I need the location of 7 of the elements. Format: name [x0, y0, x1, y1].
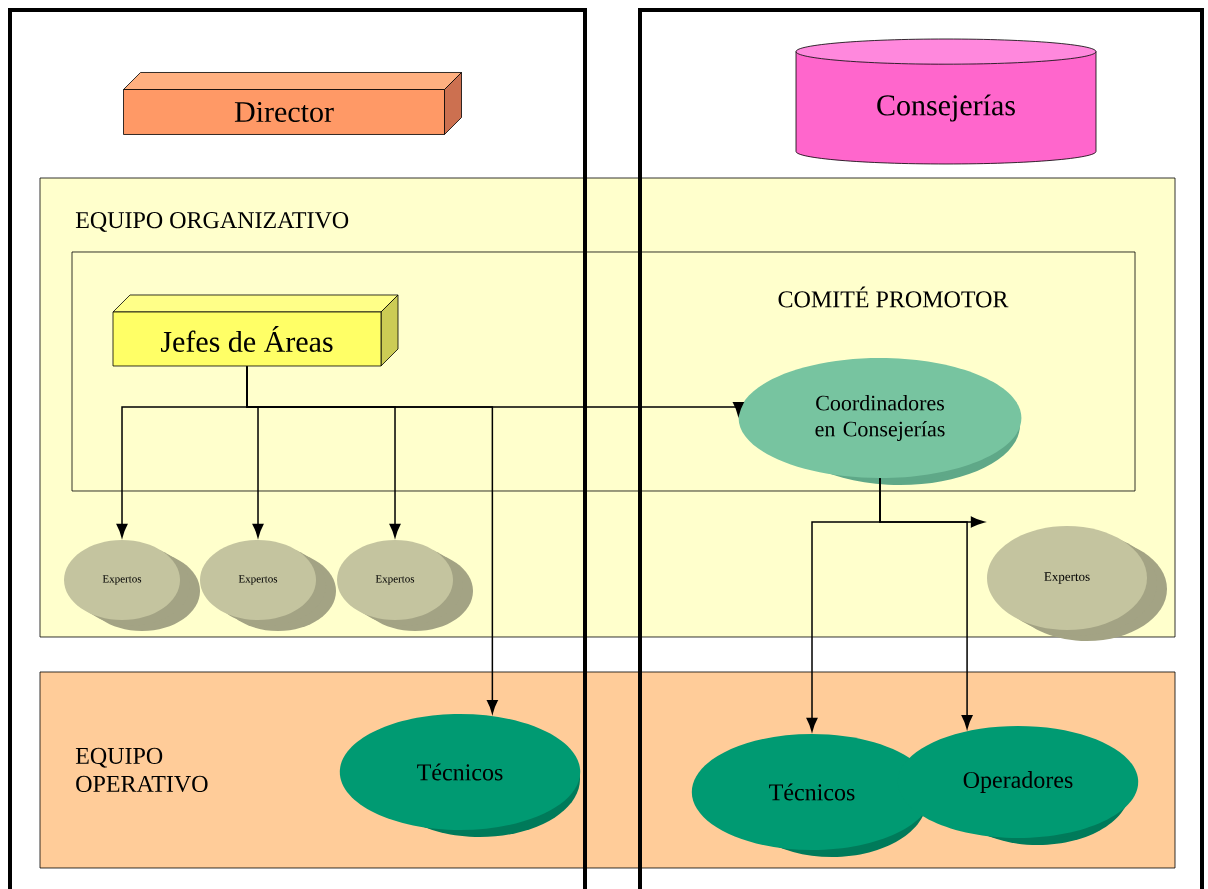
box: Jefes de Áreas: [112, 294, 399, 367]
node-label: Operadores: [963, 771, 1073, 793]
node-label: Técnicos: [769, 783, 855, 801]
arrow: [246, 365, 498, 714]
arrow: [879, 477, 973, 729]
cylinder: Consejerías: [795, 38, 1097, 165]
director-box: Director: [123, 72, 462, 135]
